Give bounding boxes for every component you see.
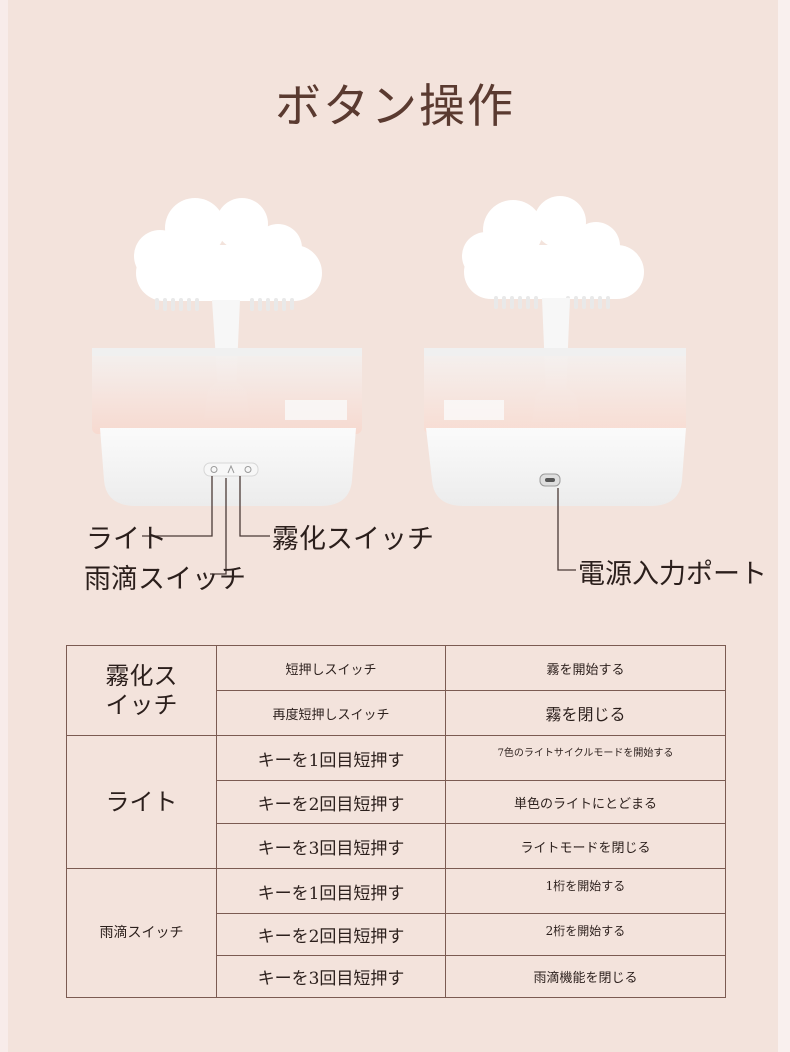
action-cell: 再度短押しスイッチ [216, 690, 446, 736]
left-edge [0, 0, 8, 1052]
table-row: キーを2回目短押す 2桁を開始する [67, 913, 726, 956]
page-title: ボタン操作 [275, 79, 515, 133]
table-row: キーを2回目短押す 単色のライトにとどまる [67, 780, 726, 824]
action-cell: キーを3回目短押す [216, 823, 446, 869]
action-cell: キーを1回目短押す [216, 868, 446, 914]
mist-switch-label: 霧化スイッチ [272, 524, 434, 555]
group-rain-switch: 雨滴スイッチ [66, 868, 217, 998]
table-row: キーを3回目短押す 雨滴機能を閉じる [67, 955, 726, 998]
table-row: 再度短押しスイッチ 霧を閉じる [67, 690, 726, 736]
action-cell: 短押しスイッチ [216, 645, 446, 691]
result-cell: ライトモードを閉じる [445, 823, 726, 869]
button-operation-table: 霧化スイッチ 短押しスイッチ 霧を開始する 再度短押しスイッチ 霧を閉じる ライ… [66, 645, 726, 998]
action-cell: キーを2回目短押す [216, 780, 446, 824]
light-label: ライト [86, 524, 167, 555]
power-port-label: 電源入力ポート [578, 559, 767, 590]
result-cell: 霧を閉じる [445, 690, 726, 736]
table-row: 霧化スイッチ 短押しスイッチ 霧を開始する [66, 645, 726, 736]
group-light: ライト [66, 735, 217, 869]
table-row: ライト キーを1回目短押す 7色のライトサイクルモードを開始する [66, 735, 726, 869]
result-cell: 2桁を開始する [445, 913, 726, 956]
result-cell: 1桁を開始する [445, 868, 726, 914]
result-cell: 雨滴機能を閉じる [445, 955, 726, 998]
result-cell: 単色のライトにとどまる [445, 780, 726, 824]
rain-switch-label: 雨滴スイッチ [84, 564, 246, 595]
action-cell: キーを1回目短押す [216, 735, 446, 781]
result-cell: 霧を開始する [445, 645, 726, 691]
group-mist-switch: 霧化スイッチ [66, 645, 217, 736]
action-cell: キーを2回目短押す [216, 913, 446, 956]
humidifier-rear-image [424, 196, 686, 506]
right-edge [778, 0, 790, 1052]
result-cell: 7色のライトサイクルモードを開始する [445, 735, 726, 781]
humidifier-front-image [92, 198, 362, 506]
action-cell: キーを3回目短押す [216, 955, 446, 998]
table-row: 雨滴スイッチ キーを1回目短押す 1桁を開始する [66, 868, 726, 998]
